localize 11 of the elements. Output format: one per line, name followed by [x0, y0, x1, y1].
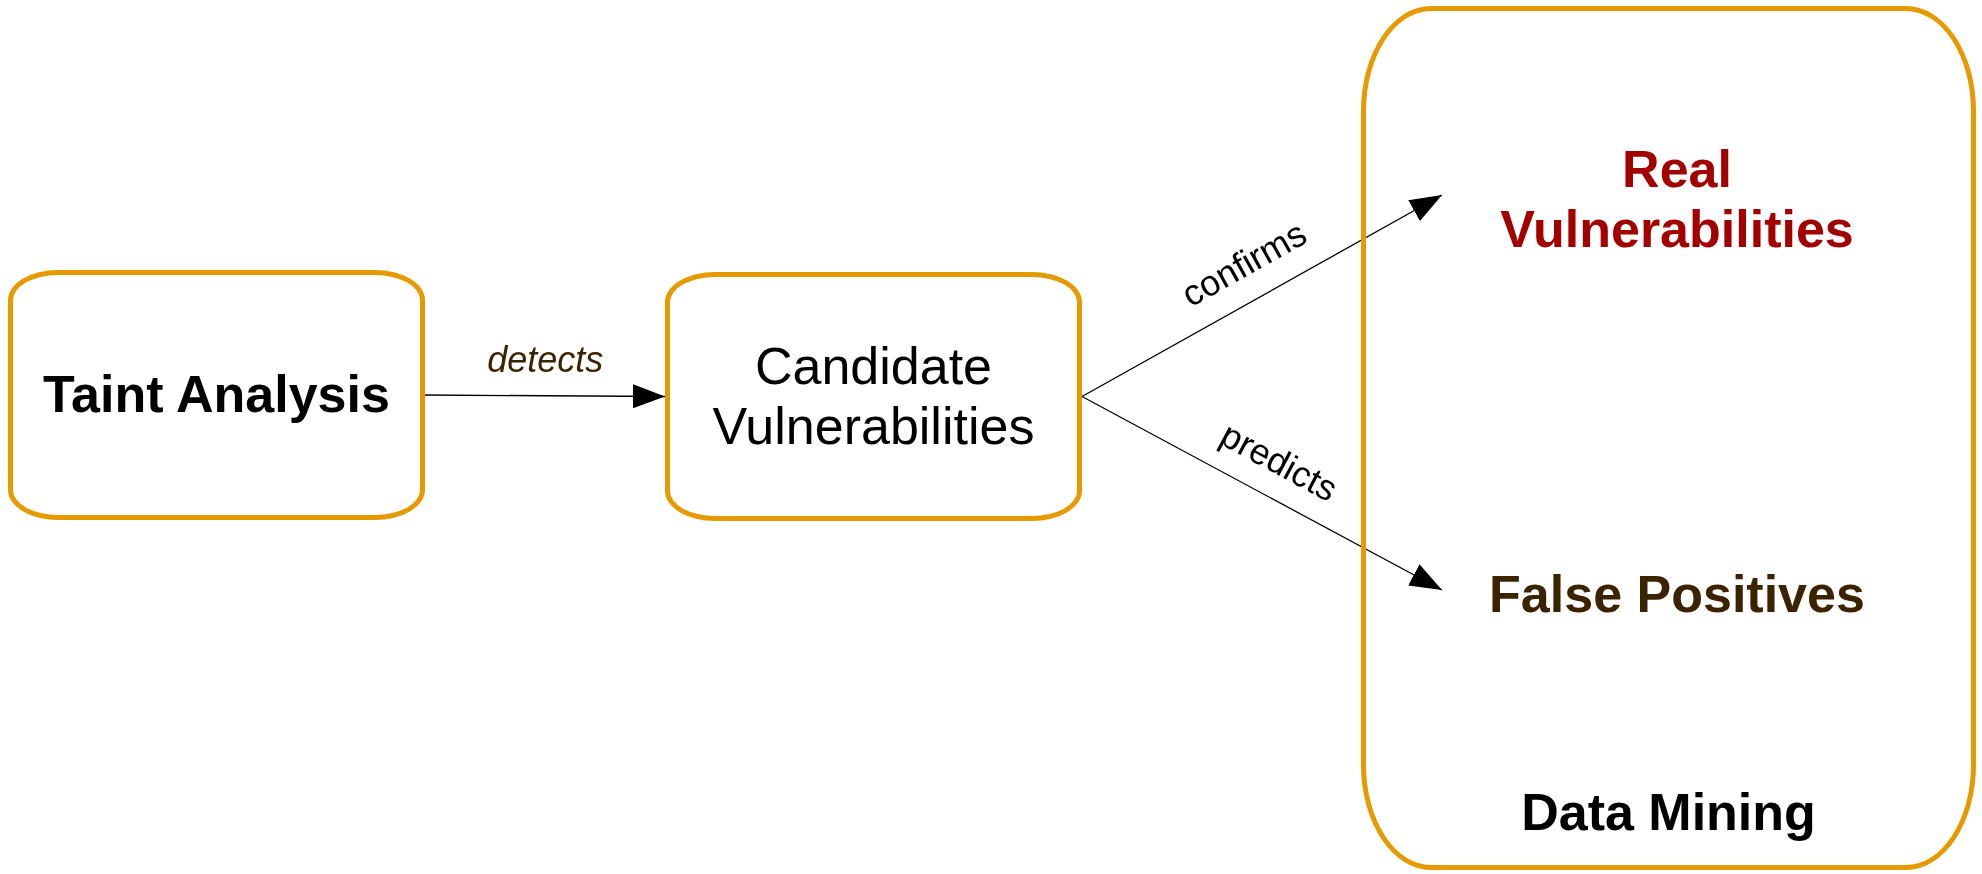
arrow	[1081, 395, 1443, 591]
node-text: False Positives	[1489, 565, 1865, 625]
process-box	[8, 270, 425, 520]
group-box	[1361, 6, 1976, 870]
node-text: Data Mining	[1521, 783, 1816, 843]
process-box	[665, 272, 1082, 521]
node-text: Real Vulnerabilities	[1499, 140, 1855, 260]
arrow	[1081, 194, 1443, 398]
node-text: Taint Analysis	[43, 365, 390, 425]
arrow	[424, 384, 666, 409]
node-text: Candidate Vulnerabilities	[711, 336, 1036, 457]
